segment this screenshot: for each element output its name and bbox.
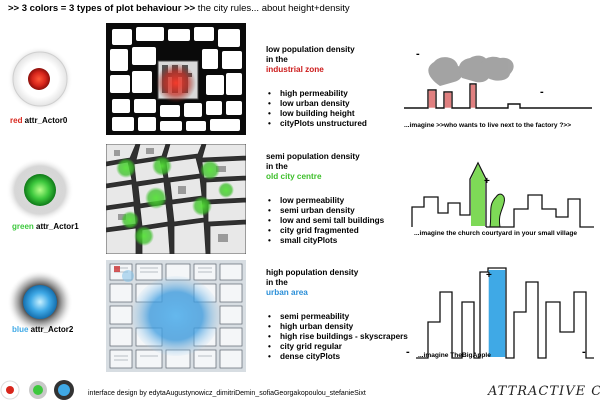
plus-mark: + [486, 270, 492, 281]
list-item: city grid regular [266, 342, 426, 352]
plus-mark: + [484, 176, 490, 187]
minus-mark: - [540, 86, 544, 98]
actor-blue-label: blue attr_Actor2 [12, 325, 74, 334]
footer-credits: interface design by edytaAugustynowicz_d… [88, 390, 366, 397]
trait-list-old-city: low permeability semi urban density low … [266, 196, 406, 246]
list-item: cityPlots unstructured [266, 119, 396, 129]
imagine-caption-factory: ...imagine >>who wants to live next to t… [404, 122, 572, 129]
list-item: city grid fragmented [266, 226, 406, 236]
zone-name-industrial: industrial zone [266, 65, 324, 74]
footer-logo: ATTRACTIVE CITY [488, 384, 600, 399]
trait-list-urban: semi permeability high urban density hig… [266, 312, 426, 362]
list-item: semi urban density [266, 206, 406, 216]
zone-name-old-city: old city centre [266, 172, 322, 181]
imagine-caption-church: ...imagine the church courtyard in your … [414, 230, 578, 237]
footer-actor-orbs [0, 376, 80, 404]
trait-list-industrial: high permeability low urban density low … [266, 89, 396, 129]
actor-green-orb[interactable] [4, 150, 76, 226]
list-item: high urban density [266, 322, 426, 332]
imagine-caption-skyline: ...imagine TheBigApple [418, 352, 491, 359]
church-sketch [410, 155, 595, 235]
list-item: high permeability [266, 89, 396, 99]
zone-description-industrial: low population density in the industrial… [266, 45, 396, 129]
actor-red-label: red attr_Actor0 [10, 116, 68, 125]
list-item: high rise buildings - skyscrapers [266, 332, 426, 342]
list-item: low building height [266, 109, 396, 119]
actor-blue-orb[interactable] [4, 262, 76, 338]
actor-blue-color-word: blue [12, 325, 29, 334]
map-old-city-centre[interactable] [106, 144, 246, 254]
page-headline: >> 3 colors = 3 types of plot behaviour … [8, 3, 350, 14]
map-urban-area[interactable] [106, 260, 246, 372]
list-item: dense cityPlots [266, 352, 426, 362]
list-item: low urban density [266, 99, 396, 109]
zone-description-old-city: semi population density in the old city … [266, 152, 406, 246]
zone-name-urban: urban area [266, 288, 308, 297]
list-item: small cityPlots [266, 236, 406, 246]
zone-description-urban: high population density in the urban are… [266, 268, 426, 362]
actor-red-orb[interactable] [4, 36, 76, 114]
list-item: low permeability [266, 196, 406, 206]
map-industrial-zone[interactable] [106, 23, 246, 135]
factory-sketch [400, 48, 595, 128]
actor-green-color-word: green [12, 222, 34, 231]
skyline-sketch [414, 262, 595, 360]
actor-red-color-word: red [10, 116, 23, 125]
actor-green-label: green attr_Actor1 [12, 222, 79, 231]
list-item: low and semi tall buildings [266, 216, 406, 226]
list-item: semi permeability [266, 312, 426, 322]
minus-mark: - [582, 346, 586, 358]
headline-bold: >> 3 colors = 3 types of plot behaviour … [8, 3, 196, 14]
minus-mark: - [416, 48, 420, 60]
headline-rest: the city rules... about height+density [195, 3, 350, 14]
minus-mark: - [406, 346, 410, 358]
